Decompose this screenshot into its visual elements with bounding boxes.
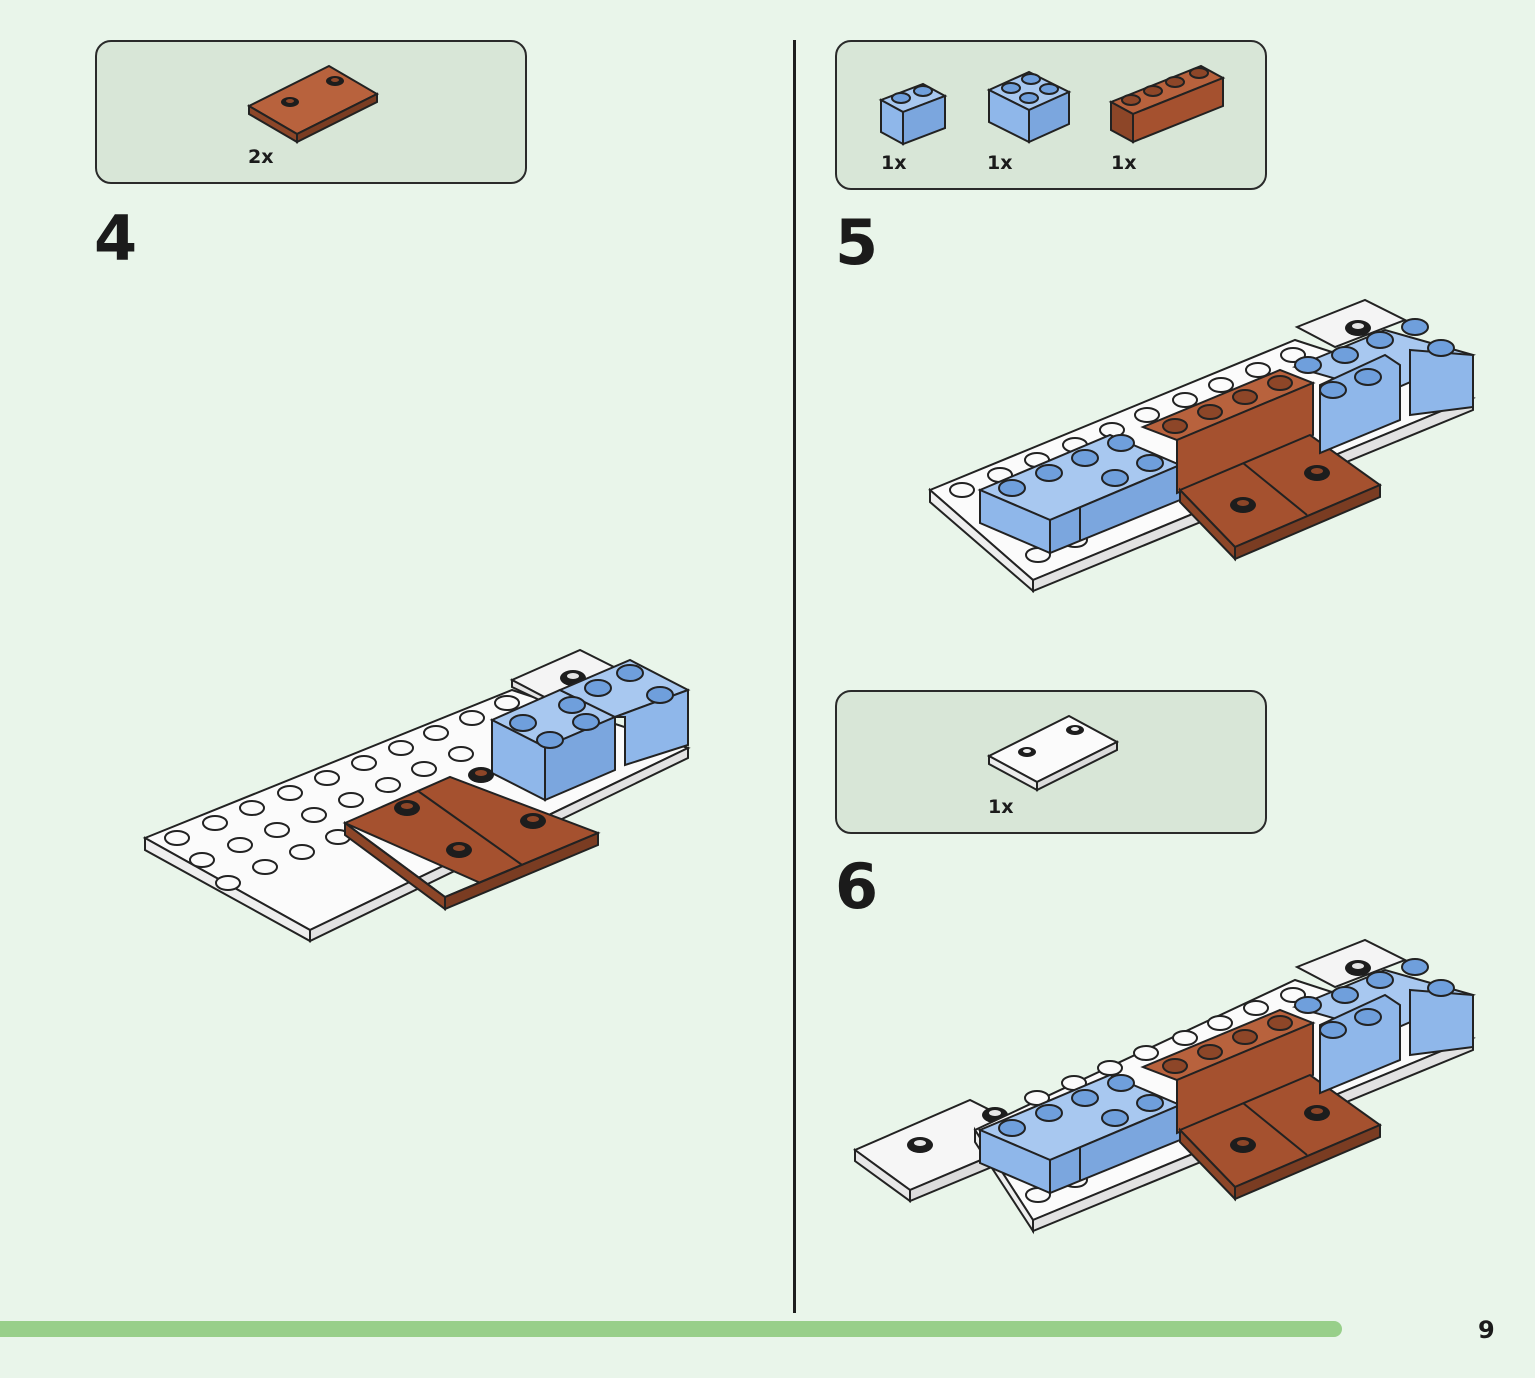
parts-callout-step-5: 1x 1x 1x [835, 40, 1267, 190]
part-quantity: 1x [881, 152, 907, 174]
page-number: 9 [1478, 1316, 1495, 1344]
column-divider [793, 40, 796, 1313]
brown-plate-1x2-icon [246, 64, 380, 144]
part-quantity: 1x [988, 796, 1014, 818]
step-6-assembly-illustration [852, 938, 1476, 1235]
brown-brick-1x4-icon [1108, 64, 1226, 144]
part-quantity: 1x [987, 152, 1013, 174]
blue-brick-2x2-icon [986, 70, 1072, 144]
step-number-4: 4 [94, 202, 138, 275]
step-4-assembly-illustration [142, 648, 691, 943]
step-number-6: 6 [835, 850, 879, 923]
parts-callout-step-6: 1x [835, 690, 1267, 834]
part-quantity: 1x [1111, 152, 1137, 174]
step-number-5: 5 [835, 206, 879, 279]
part-quantity: 2x [248, 146, 274, 168]
blue-brick-1x2-icon [878, 82, 948, 146]
white-plate-1x2-icon [986, 714, 1120, 792]
page-progress-bar [0, 1321, 1435, 1337]
parts-callout-step-4: 2x [95, 40, 527, 184]
progress-fill [0, 1321, 1342, 1337]
step-5-assembly-illustration [928, 298, 1476, 594]
